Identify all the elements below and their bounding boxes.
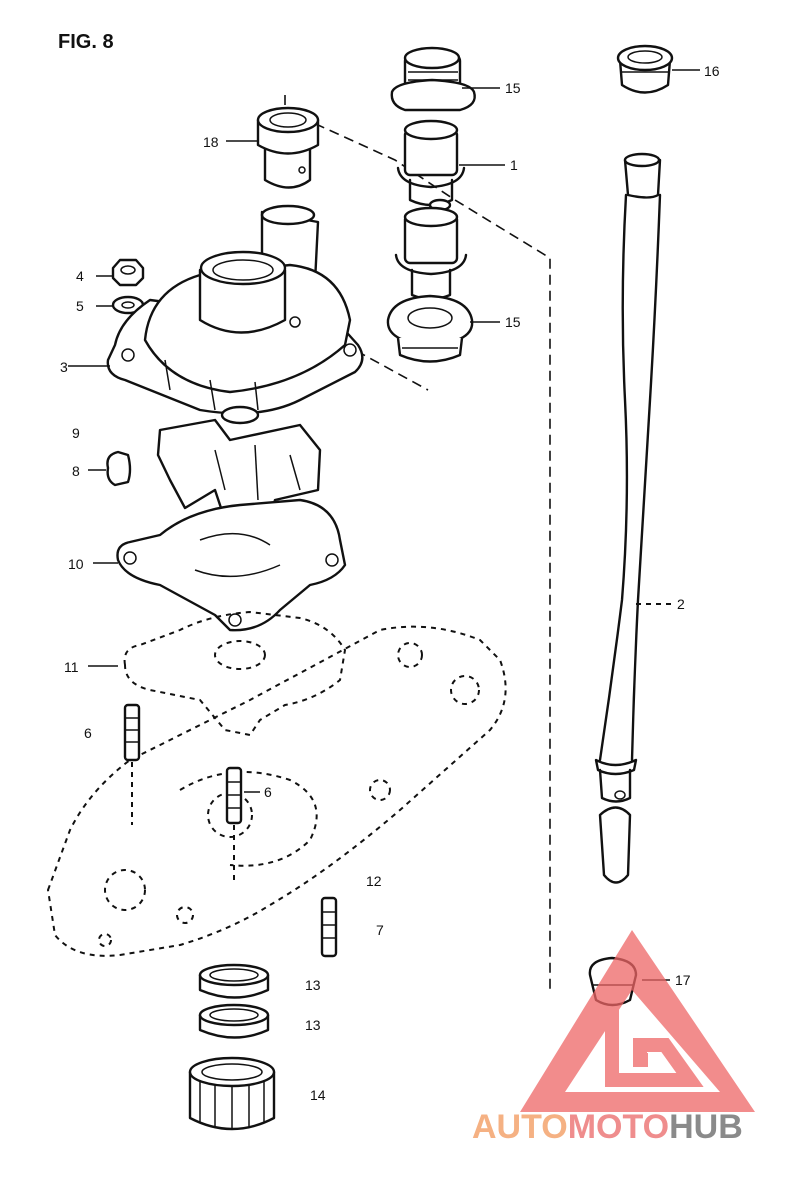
part-3-pump-case: [106, 204, 364, 415]
callout-4: 4: [76, 268, 84, 284]
part-4-nut: [111, 258, 145, 287]
callout-14: 14: [310, 1087, 326, 1103]
callout-10: 10: [68, 556, 84, 572]
part-13-seal-lower: [198, 1003, 270, 1039]
part-6-stud-center: [225, 766, 243, 880]
watermark-text: AUTOMOTOHUB: [472, 1108, 743, 1146]
callout-12: 12: [366, 873, 382, 889]
part-2-water-tube: [594, 152, 662, 884]
callout-11: 11: [64, 659, 79, 675]
watermark-moto: MOTO: [568, 1108, 669, 1146]
part-11-gasket: [123, 610, 347, 737]
callout-17: 17: [675, 972, 691, 988]
callout-15-top: 15: [505, 80, 521, 96]
callout-16: 16: [704, 63, 720, 79]
part-12-lower-plate: [46, 625, 507, 957]
part-15-lower-fitting: [386, 294, 474, 363]
part-6-stud-left: [123, 703, 141, 825]
callout-15-lower: 15: [505, 314, 521, 330]
callout-1: 1: [510, 157, 518, 173]
callout-9: 9: [72, 425, 80, 441]
part-13-seal-upper: [198, 963, 270, 999]
figure-title: FIG. 8: [58, 31, 114, 53]
part-7-stud: [320, 896, 338, 958]
callout-5: 5: [76, 298, 84, 314]
callout-13-upper: 13: [305, 977, 321, 993]
part-1-grommet-lower: [394, 198, 468, 301]
callout-8: 8: [72, 463, 80, 479]
watermark-hub: HUB: [669, 1108, 743, 1146]
part-1-grommet-upper: [396, 119, 466, 207]
callout-18: 18: [203, 134, 219, 150]
part-18-sleeve: [256, 106, 320, 189]
assembly-line-right: [284, 95, 551, 990]
watermark-logo-icon: [520, 930, 755, 1112]
callout-2: 2: [677, 596, 685, 612]
part-14-bearing: [188, 1056, 276, 1131]
part-15-top-fitting: [390, 46, 476, 112]
callout-6-left: 6: [84, 725, 92, 741]
watermark-auto: AUTO: [472, 1108, 568, 1146]
part-8-key: [106, 450, 132, 487]
callout-7: 7: [376, 922, 384, 938]
callout-6-center: 6: [264, 784, 272, 800]
part-16-cap: [616, 44, 674, 94]
assembly-line-center: [244, 261, 429, 391]
callout-3: 3: [60, 359, 68, 375]
callout-13-lower: 13: [305, 1017, 321, 1033]
part-10-plate: [116, 498, 347, 632]
